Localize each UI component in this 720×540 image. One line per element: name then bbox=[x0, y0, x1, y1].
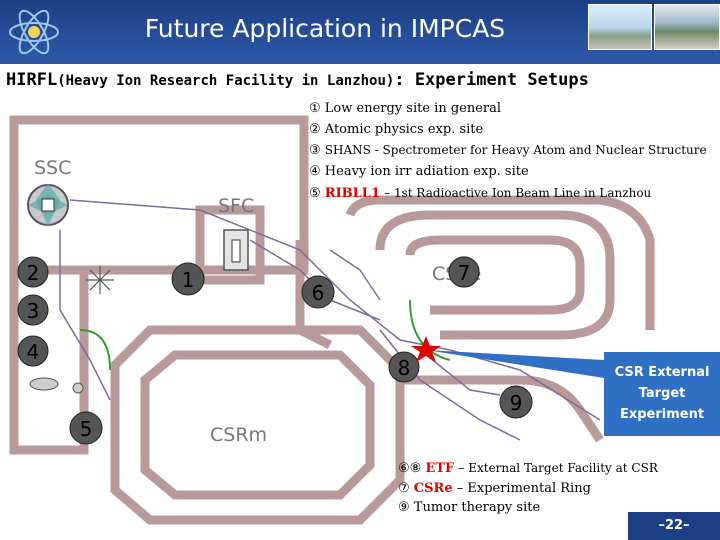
legend-item-9: ⑨ Tumor therapy site bbox=[398, 500, 541, 515]
site-marker-8: 8 bbox=[398, 356, 411, 380]
legend-item-3: ③ SHANS - Spectrometer for Heavy Atom an… bbox=[309, 143, 707, 158]
building-walls bbox=[9, 115, 655, 525]
site-marker-6: 6 bbox=[312, 281, 325, 305]
facility-map: 1 2 3 4 5 6 7 8 9 SSC SFC CSRm CSRe 7 bbox=[9, 115, 655, 525]
csre-inner-wall bbox=[405, 235, 585, 315]
spectrometer-icon bbox=[29, 377, 84, 394]
legend-item-4: ④ Heavy ion irr adiation exp. site bbox=[309, 164, 529, 179]
site-marker-3: 3 bbox=[27, 299, 40, 323]
subtitle-paren: (Heavy Ion Research Facility in Lanzhou) bbox=[57, 73, 395, 89]
sfc-label: SFC bbox=[218, 195, 254, 217]
section-subtitle: HIRFL(Heavy Ion Research Facility in Lan… bbox=[6, 70, 589, 90]
therapy-wall bbox=[400, 375, 604, 443]
callout-line-3: Experiment bbox=[619, 407, 705, 422]
callout-line-2: Target bbox=[638, 386, 686, 401]
csrm-label: CSRm bbox=[210, 424, 267, 446]
facility-photo-1 bbox=[588, 4, 652, 50]
etf-star-icon bbox=[411, 336, 441, 362]
page-number: –22– bbox=[628, 512, 720, 540]
site-marker-4: 4 bbox=[27, 340, 40, 364]
csrm-ring-wall bbox=[110, 325, 405, 525]
legend-item-1: ① Low energy site in general bbox=[309, 101, 502, 116]
callout-text: CSR External Target Experiment bbox=[612, 362, 712, 425]
sfc-hall-wall bbox=[195, 205, 265, 285]
sfc-cyclotron-icon bbox=[223, 229, 249, 271]
ssc-cyclotron-icon bbox=[27, 183, 69, 227]
institute-logo-icon bbox=[9, 9, 59, 55]
low-energy-wall bbox=[9, 265, 89, 455]
site-markers: 1 2 3 4 5 6 7 8 9 bbox=[17, 256, 533, 445]
callout-line-1: CSR External bbox=[614, 365, 710, 380]
callout-pointer bbox=[426, 350, 604, 378]
site-marker-1: 1 bbox=[182, 268, 195, 292]
subtitle-prefix: HIRFL bbox=[6, 70, 58, 90]
subtitle-suffix: : Experiment Setups bbox=[394, 70, 589, 90]
csre-ring-wall bbox=[375, 210, 615, 340]
ssc-label: SSC bbox=[34, 157, 71, 179]
beam-lines bbox=[59, 199, 601, 441]
header-bar: Future Application in IMPCAS bbox=[0, 0, 720, 64]
magnet-arcs bbox=[79, 299, 451, 371]
legend-item-2: ② Atomic physics exp. site bbox=[309, 122, 484, 137]
detector-star-icon bbox=[86, 266, 114, 294]
page-title: Future Application in IMPCAS bbox=[144, 14, 506, 43]
csrm-inner-wall bbox=[140, 350, 375, 500]
legend-item-6-8: ⑥⑧ ETF – External Target Facility at CSR bbox=[398, 461, 658, 476]
site-marker-7-overlay: 7 bbox=[458, 261, 471, 285]
site-marker-5: 5 bbox=[80, 417, 93, 441]
callout-box bbox=[604, 352, 720, 436]
legend-item-5: ⑤ RIBLL1 – 1st Radioactive Ion Beam Line… bbox=[309, 186, 652, 201]
site-marker-9: 9 bbox=[510, 391, 523, 415]
facility-photo-2 bbox=[654, 4, 720, 50]
site-marker-2: 2 bbox=[27, 261, 40, 285]
legend-item-7: ⑦ CSRe – Experimental Ring bbox=[398, 481, 591, 496]
ssc-hall-wall bbox=[9, 115, 309, 275]
